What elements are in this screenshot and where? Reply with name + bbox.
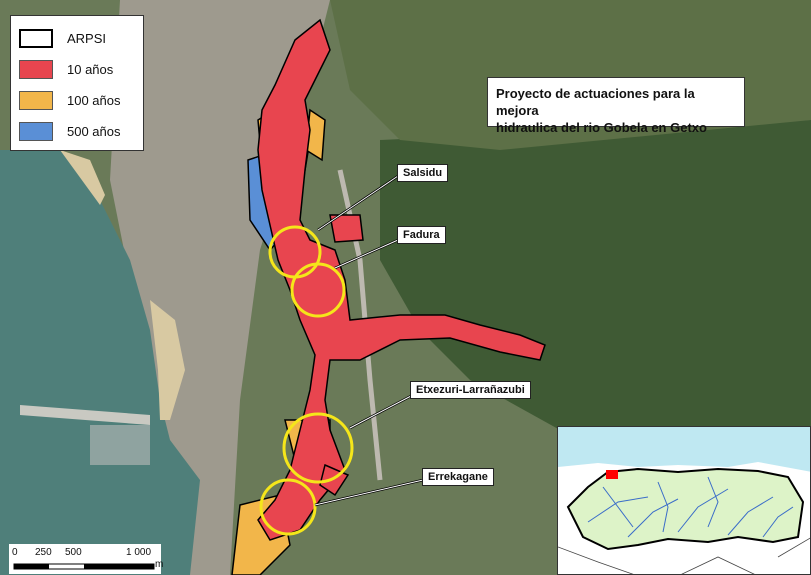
legend-label: 10 años xyxy=(67,62,114,77)
legend-swatch-arpsi xyxy=(19,29,53,48)
label-errekagane[interactable]: Errekagane xyxy=(422,468,494,486)
inset-map-graphic xyxy=(558,427,810,574)
label-salsidu[interactable]: Salsidu xyxy=(397,164,449,182)
scale-tick-500: 500 xyxy=(65,547,82,558)
beach xyxy=(150,300,185,420)
beach xyxy=(60,150,105,205)
legend-label: 100 años xyxy=(67,93,121,108)
scale-bar: 0 250 500 1 000 m xyxy=(9,544,164,574)
map-title-line1: Proyecto de actuaciones para la mejora xyxy=(496,86,695,118)
map-title-box: Proyecto de actuaciones para la mejora h… xyxy=(487,77,745,135)
errekagane-highlight-circle xyxy=(259,478,317,536)
scale-unit: m xyxy=(155,559,164,570)
legend-item-500: 500 años xyxy=(19,116,135,147)
legend-item-10: 10 años xyxy=(19,54,135,85)
port-pier xyxy=(20,405,150,425)
fadura-highlight-circle xyxy=(290,262,346,318)
map-legend: ARPSI 10 años 100 años 500 años xyxy=(10,15,144,151)
map-title-line2: hidraulica del rio Gobela en Getxo xyxy=(496,120,707,135)
legend-item-100: 100 años xyxy=(19,85,135,116)
scale-tick-0: 0 xyxy=(12,547,18,558)
legend-label: ARPSI xyxy=(67,31,107,46)
scale-tick-250: 250 xyxy=(35,547,52,558)
scale-tick-1000: 1 000 xyxy=(126,547,152,558)
callout-lines-halo xyxy=(314,175,424,506)
study-area-marker xyxy=(606,470,618,479)
sea xyxy=(0,150,200,575)
marina xyxy=(90,425,150,465)
flood-zone-10 xyxy=(329,214,364,243)
legend-label: 500 años xyxy=(67,124,121,139)
label-etxezuri[interactable]: Etxezuri-Larrañazubi xyxy=(410,381,531,399)
scale-bar-graphic xyxy=(13,563,155,570)
inset-locator-map xyxy=(557,426,811,575)
legend-swatch-10 xyxy=(19,60,53,79)
label-fadura[interactable]: Fadura xyxy=(397,226,446,244)
forest-area xyxy=(380,120,811,430)
legend-swatch-500 xyxy=(19,122,53,141)
etxezuri-highlight-circle xyxy=(282,412,354,484)
legend-item-arpsi: ARPSI xyxy=(19,23,135,54)
legend-swatch-100 xyxy=(19,91,53,110)
